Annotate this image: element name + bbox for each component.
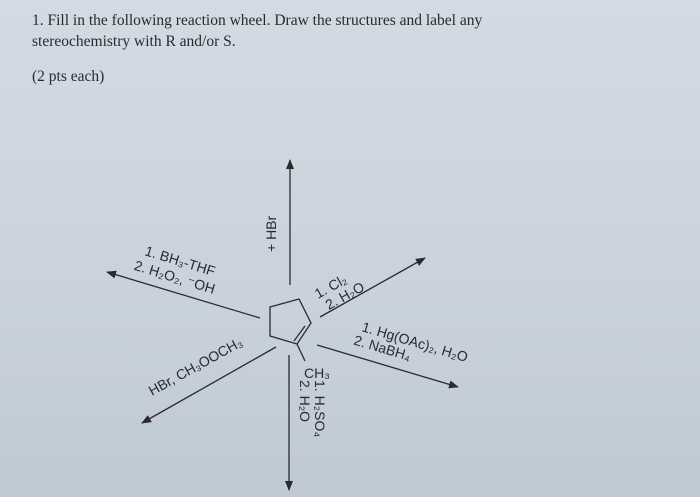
question-text-line1: 1. Fill in the following reaction wheel.…	[32, 12, 483, 29]
points-note: (2 pts each)	[32, 68, 105, 85]
arrow-down-right	[316, 344, 459, 389]
reagent-down-1: 1. H₂SO₄	[312, 380, 328, 437]
reagent-up: + HBr	[263, 215, 279, 252]
reagent-down-2: 2. H₂O	[297, 380, 313, 422]
methylcyclopentene-structure	[269, 298, 312, 362]
reagent-down-left: HBr, CH₃OOCH₃	[146, 334, 245, 399]
question-text-line2: stereochemistry with R and/or S.	[32, 33, 236, 50]
arrow-up-right	[319, 257, 426, 318]
arrow-down-left	[141, 346, 277, 424]
methyl-label: CH₃	[304, 365, 330, 381]
arrow-up-left	[106, 270, 261, 319]
